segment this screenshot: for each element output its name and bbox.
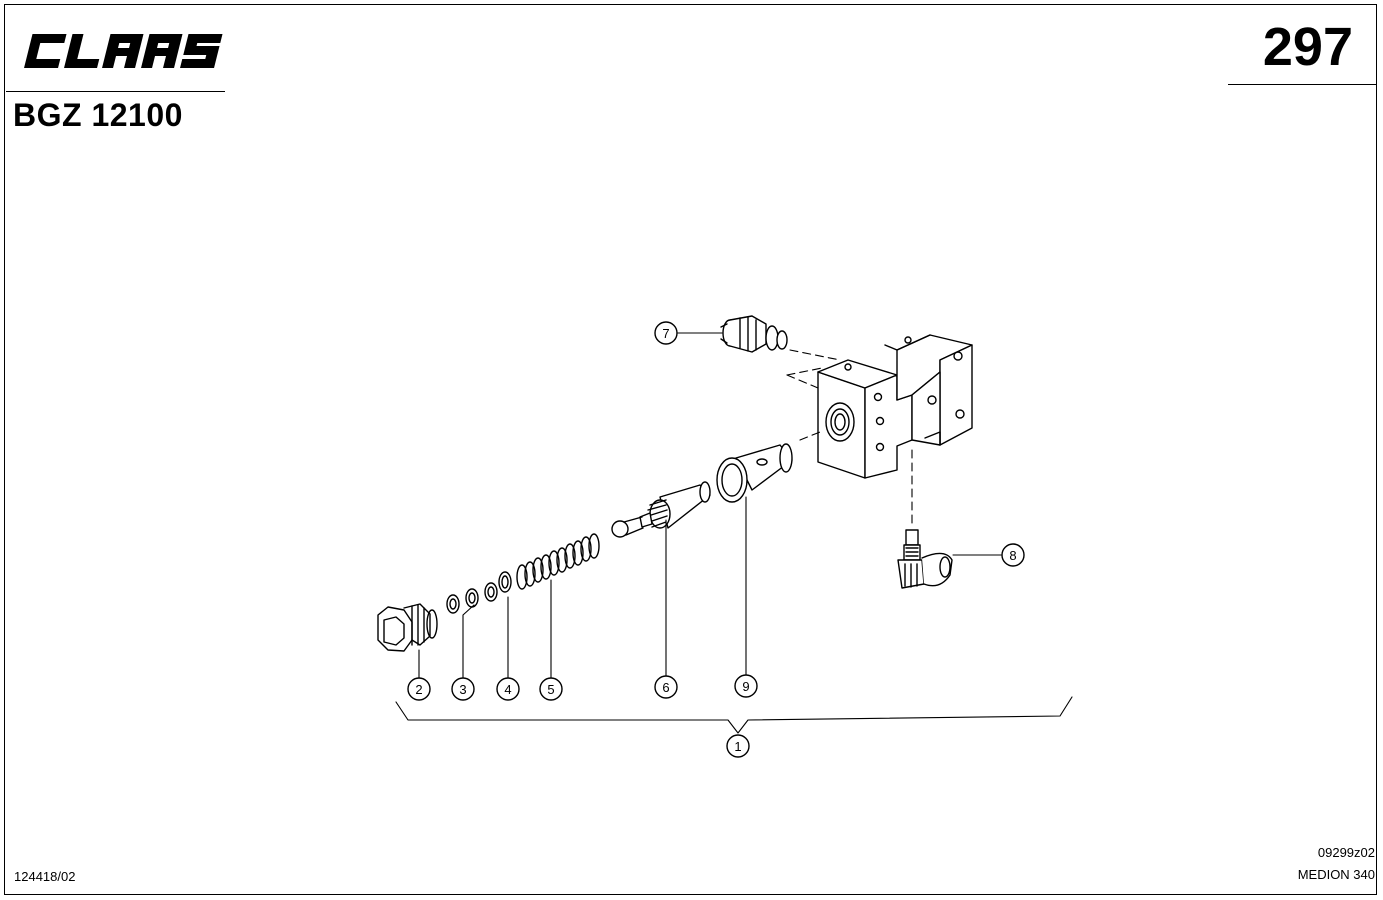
svg-text:9: 9 [742,679,749,694]
leader-lines [395,332,1073,734]
drawing-code: 09299z02 [1317,845,1375,860]
callout-2: 2 [407,677,431,701]
document-number: 124418/02 [14,869,76,884]
svg-text:2: 2 [415,682,422,697]
svg-text:6: 6 [662,680,669,695]
part-5-spring [516,533,600,590]
valve-block [817,334,973,479]
part-6-piston [611,481,711,538]
svg-text:5: 5 [547,682,554,697]
svg-text:3: 3 [459,682,466,697]
callout-6: 6 [654,675,678,699]
svg-text:7: 7 [662,326,669,341]
callout-1: 1 [726,734,750,758]
callout-4: 4 [496,677,520,701]
part-2-plug-screw [377,603,438,652]
model-title: BGZ 12100 [13,97,183,133]
header-rule-left [6,91,225,92]
callouts: 7 8 2 3 4 5 6 9 1 [407,321,1025,758]
svg-text:8: 8 [1009,548,1016,563]
machine-name: MEDION 340 [1297,867,1375,882]
part-9-sleeve [716,443,793,503]
part-8-elbow [897,529,953,589]
callout-9: 9 [734,674,758,698]
page-frame [4,4,1377,895]
callout-5: 5 [539,677,563,701]
header-rule-right [1228,84,1377,85]
claas-logo [24,34,223,68]
page-number: 297 [1262,17,1353,77]
footer-right: 09299z02 MEDION 340 [1298,842,1375,886]
callout-3: 3 [451,677,475,701]
part-3-4-rings [446,571,512,614]
part-7-fitting [720,315,788,353]
callout-7: 7 [654,321,678,345]
svg-text:1: 1 [734,739,741,754]
assembly-lines [786,349,913,526]
callout-8: 8 [1001,543,1025,567]
svg-text:4: 4 [504,682,511,697]
